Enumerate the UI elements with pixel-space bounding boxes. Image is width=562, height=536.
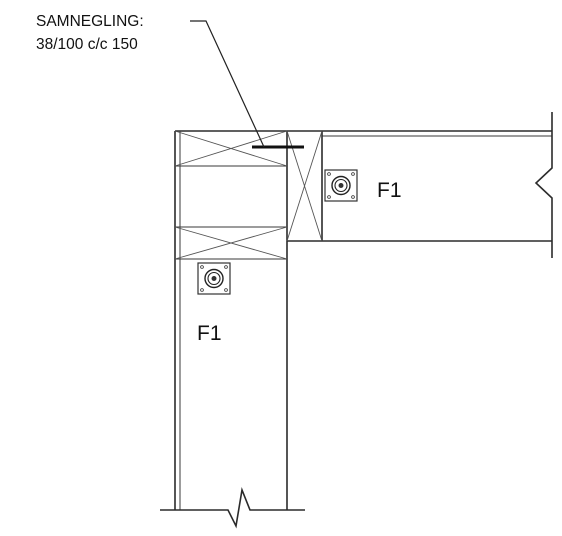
connector-label-left: F1 (197, 322, 222, 345)
lower-block-cross-b (174, 226, 288, 260)
vertical-wall (160, 130, 305, 529)
connector-plate-f1-left (197, 262, 231, 295)
vertical-wall-break-symbol (160, 487, 305, 529)
top-block-cross-b (174, 130, 288, 167)
end-block-cross-b (286, 130, 323, 242)
horizontal-wall-break-symbol (534, 112, 553, 258)
annotation-leader-line (190, 20, 265, 148)
annotation-line-2: 38/100 c/c 150 (36, 36, 138, 53)
connector-label-right: F1 (377, 179, 402, 202)
horizontal-wall (286, 112, 553, 258)
connector-plate-f1-right (324, 169, 358, 202)
annotation-line-1: SAMNEGLING: (36, 13, 144, 30)
